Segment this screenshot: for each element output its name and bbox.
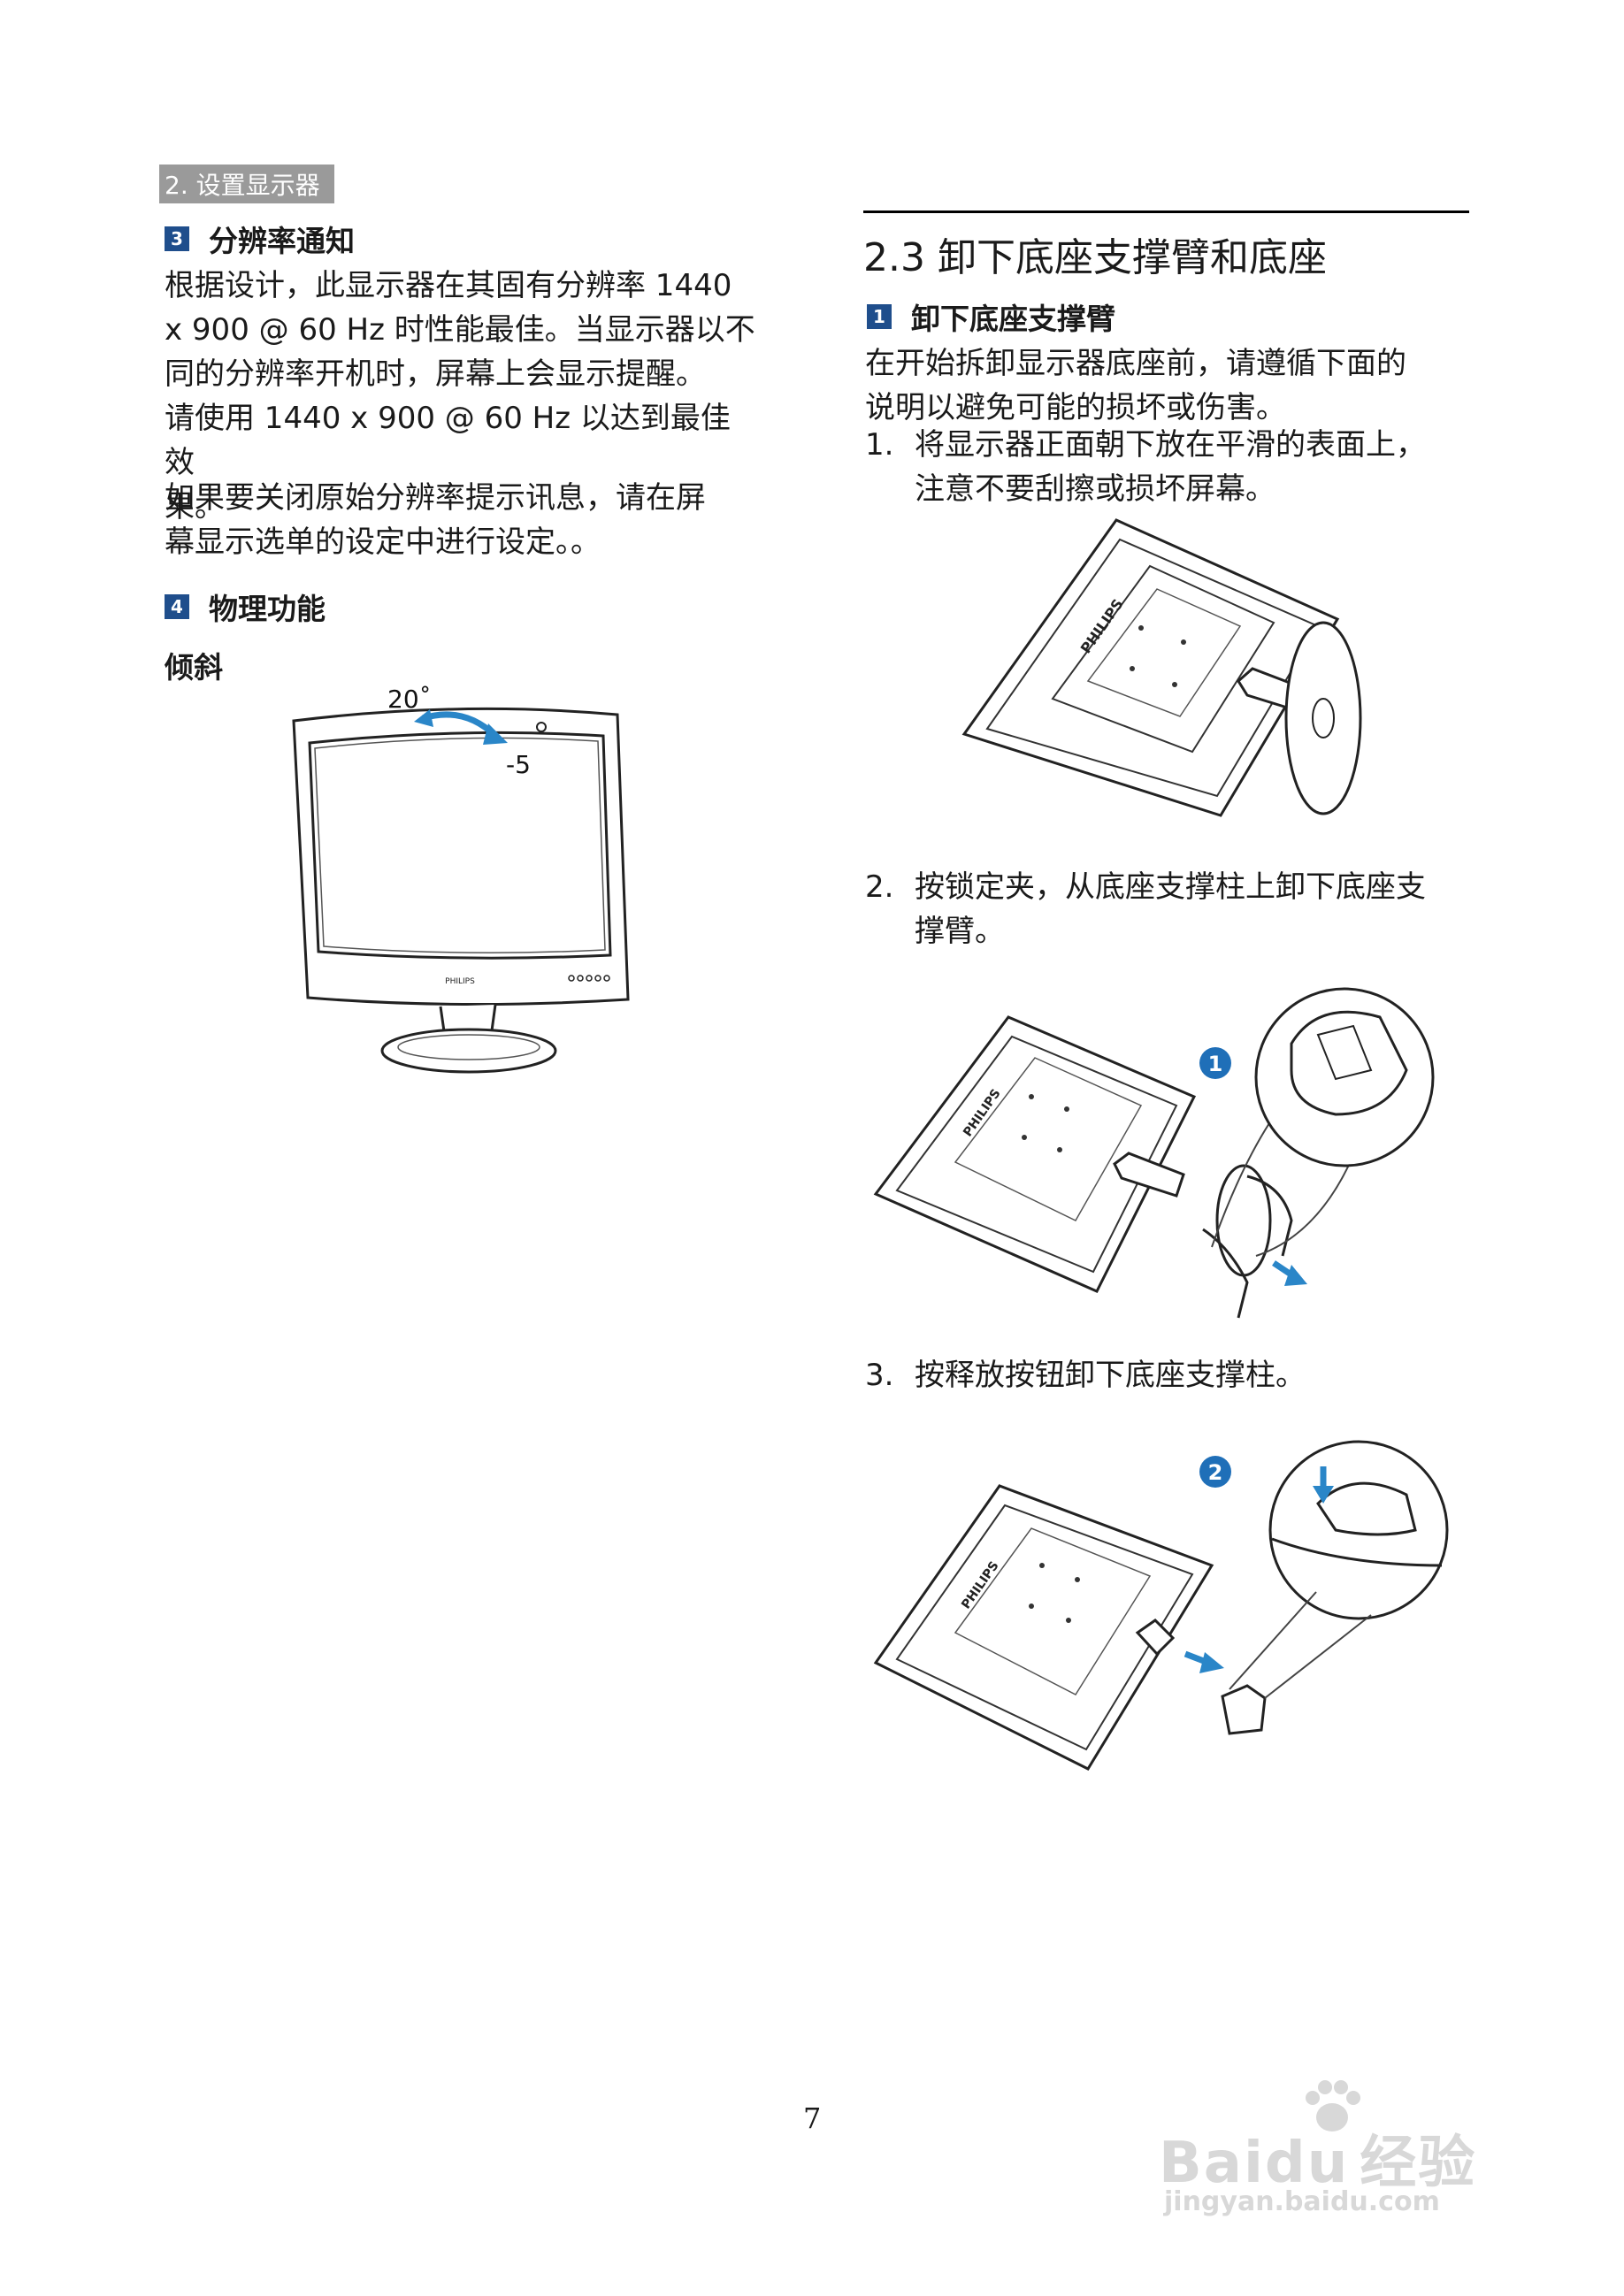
section-number-badge: 3 (165, 226, 189, 251)
text-line: 根据设计，此显示器在其固有分辨率 1440 (165, 268, 732, 303)
section-title: 分辨率通知 (209, 224, 355, 258)
step-number: 2. (865, 869, 894, 905)
text-line: 同的分辨率开机时，屏幕上会显示提醒。 (165, 356, 706, 392)
tilt-label: 倾斜 (165, 650, 223, 685)
text-line: 幕显示选单的设定中进行设定。。 (165, 524, 601, 560)
tilt-monitor-illustration: PHILIPS 20˚ -5 (292, 685, 630, 1074)
callout-2-number: 2 (1208, 1460, 1223, 1485)
section-heading-resolution: 3 分辨率通知 (165, 218, 355, 260)
text-line: 撑臂。 (915, 914, 1005, 949)
page-number: 7 (803, 2101, 822, 2135)
step-number: 1. (865, 427, 894, 463)
intro-paragraph: 在开始拆卸显示器底座前，请遵循下面的 说明以避免可能的损坏或伤害。 (865, 341, 1458, 430)
step-1: 1. 将显示器正面朝下放在平滑的表面上， 注意不要刮擦或损坏屏幕。 (865, 423, 1467, 511)
paw-icon (1306, 2080, 1360, 2131)
step-3: 3. 按释放按钮卸下底座支撑柱。 (865, 1353, 1467, 1397)
text-line: 按锁定夹，从底座支撑柱上卸下底座支 (915, 869, 1426, 905)
chapter-title: 2.3 卸下底座支撑臂和底座 (863, 210, 1469, 282)
resolution-paragraph-1: 根据设计，此显示器在其固有分辨率 1440 x 900 @ 60 Hz 时性能最… (165, 264, 757, 529)
watermark-url: jingyan.baidu.com (1164, 2186, 1440, 2217)
text-line: 将显示器正面朝下放在平滑的表面上， (915, 427, 1426, 463)
tilt-angle-up: 20˚ (387, 685, 432, 714)
figure-monitor-face-down: PHILIPS (961, 518, 1362, 817)
text-line: 说明以避免可能的损坏或伤害。 (865, 390, 1286, 425)
text-line: 在开始拆卸显示器底座前，请遵循下面的 (865, 346, 1406, 381)
section-title: 物理功能 (209, 592, 326, 626)
section-number-badge: 1 (867, 304, 892, 329)
watermark-logo: du (1264, 2131, 1350, 2196)
tilt-angle-down: -5 (506, 750, 531, 779)
section-heading-remove-arm: 1 卸下底座支撑臂 (867, 295, 1115, 338)
text-line: 注意不要刮擦或损坏屏幕。 (915, 471, 1275, 507)
text-line: 按释放按钮卸下底座支撑柱。 (915, 1358, 1306, 1393)
figure-remove-arm: PHILIPS 1 (873, 987, 1435, 1319)
text-line: x 900 @ 60 Hz 时性能最佳。当显示器以不 (165, 312, 755, 348)
callout-2-circle (1199, 1456, 1231, 1488)
step-2: 2. 按锁定夹，从底座支撑柱上卸下底座支 撑臂。 (865, 865, 1467, 953)
figure-remove-column: PHILIPS 2 (873, 1440, 1449, 1771)
text-line: 如果要关闭原始分辨率提示讯息，请在屏 (165, 480, 706, 516)
breadcrumb: 2. 设置显示器 (159, 165, 334, 203)
section-number-badge: 4 (165, 594, 189, 619)
step-number: 3. (865, 1358, 894, 1393)
monitor-brand: PHILIPS (445, 977, 475, 986)
resolution-paragraph-2: 如果要关闭原始分辨率提示讯息，请在屏 幕显示选单的设定中进行设定。。 (165, 476, 757, 564)
section-title: 卸下底座支撑臂 (911, 302, 1115, 336)
callout-1-circle (1199, 1047, 1231, 1079)
callout-1-number: 1 (1208, 1052, 1223, 1076)
watermark-logo-cn: 经验 (1360, 2131, 1477, 2196)
text-line: 果。 (165, 489, 225, 524)
section-heading-physical: 4 物理功能 (165, 585, 326, 628)
watermark-logo: Bai (1159, 2131, 1265, 2196)
text-line: 请使用 1440 x 900 @ 60 Hz 以达到最佳效 (165, 401, 731, 480)
